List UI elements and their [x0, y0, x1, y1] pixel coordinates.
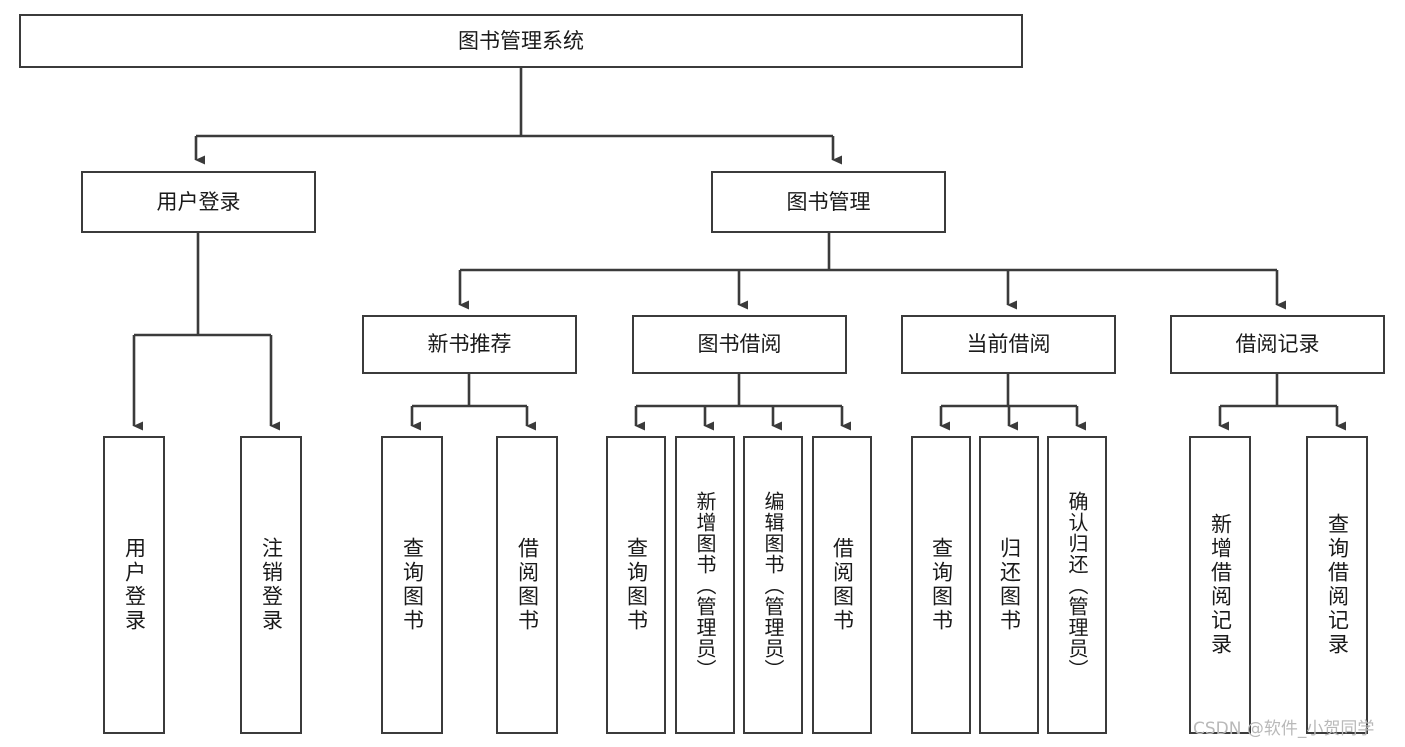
- node-leaf-borrow-book[interactable]: 借阅图书: [812, 436, 872, 734]
- node-leaf-user-logout[interactable]: 注销登录: [240, 436, 302, 734]
- node-label: 图书管理: [786, 189, 871, 214]
- node-label: 查询借阅记录: [1325, 513, 1350, 657]
- node-leaf-add-book-admin[interactable]: 新增图书（管理员）: [675, 436, 735, 734]
- node-borrow-record[interactable]: 借阅记录: [1170, 315, 1385, 374]
- node-label: 查询图书: [929, 537, 954, 633]
- node-label: 查询图书: [624, 537, 649, 633]
- node-label: 当前借阅: [966, 332, 1051, 357]
- node-label: 编辑图书（管理员）: [761, 490, 785, 680]
- node-label: 新增图书（管理员）: [693, 490, 717, 680]
- node-leaf-query-book-recommend[interactable]: 查询图书: [381, 436, 443, 734]
- node-leaf-query-book-current[interactable]: 查询图书: [911, 436, 971, 734]
- node-leaf-borrow-book-recommend[interactable]: 借阅图书: [496, 436, 558, 734]
- node-leaf-edit-book-admin[interactable]: 编辑图书（管理员）: [743, 436, 803, 734]
- node-new-book-recommend[interactable]: 新书推荐: [362, 315, 577, 374]
- node-leaf-user-login[interactable]: 用户登录: [103, 436, 165, 734]
- node-label: 查询图书: [400, 537, 425, 633]
- node-label: 借阅图书: [830, 537, 855, 633]
- node-leaf-query-borrow-record[interactable]: 查询借阅记录: [1306, 436, 1368, 734]
- node-root-book-management-system[interactable]: 图书管理系统: [19, 14, 1023, 68]
- node-label: 用户登录: [156, 189, 241, 214]
- node-leaf-return-book[interactable]: 归还图书: [979, 436, 1039, 734]
- node-current-borrow[interactable]: 当前借阅: [901, 315, 1116, 374]
- node-user-login[interactable]: 用户登录: [81, 171, 316, 233]
- node-label: 图书管理系统: [458, 28, 584, 53]
- node-label: 归还图书: [997, 537, 1022, 633]
- node-label: 确认归还（管理员）: [1065, 490, 1089, 680]
- node-label: 图书借阅: [697, 332, 782, 357]
- node-label: 用户登录: [122, 537, 147, 633]
- node-label: 注销登录: [259, 537, 284, 633]
- node-label: 新书推荐: [427, 332, 512, 357]
- node-book-manage[interactable]: 图书管理: [711, 171, 946, 233]
- node-leaf-query-book-borrow[interactable]: 查询图书: [606, 436, 666, 734]
- node-leaf-add-borrow-record[interactable]: 新增借阅记录: [1189, 436, 1251, 734]
- node-leaf-confirm-return-admin[interactable]: 确认归还（管理员）: [1047, 436, 1107, 734]
- node-label: 新增借阅记录: [1208, 513, 1233, 657]
- node-label: 借阅记录: [1235, 332, 1320, 357]
- node-book-borrow[interactable]: 图书借阅: [632, 315, 847, 374]
- node-label: 借阅图书: [515, 537, 540, 633]
